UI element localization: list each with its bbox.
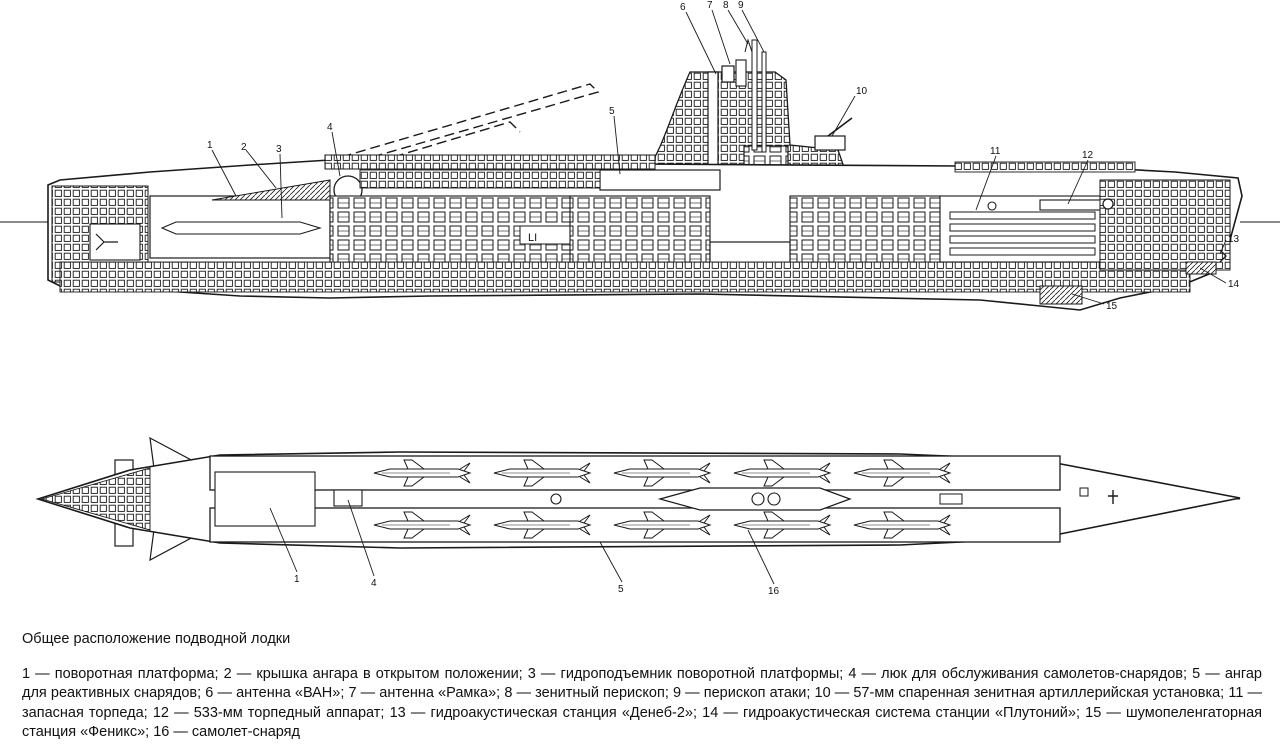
torpedo-tubes — [949, 199, 1121, 256]
hangar-marking: LI — [528, 232, 537, 244]
callout-13: 13 — [1228, 234, 1240, 245]
submarine-drawing: LI — [0, 0, 1280, 597]
callout-5-plan: 5 — [618, 584, 624, 595]
side-view: LI — [0, 38, 1280, 311]
figure-legend: 1 — поворотная платформа; 2 — крышка анг… — [22, 666, 1262, 741]
callout-2: 2 — [241, 142, 247, 153]
callout-4: 4 — [327, 122, 333, 133]
callout-5: 5 — [609, 106, 615, 117]
callout-6: 6 — [680, 2, 686, 13]
callout-16: 16 — [768, 586, 780, 597]
callout-9: 9 — [738, 0, 744, 11]
plan-view — [35, 436, 1241, 562]
callout-3: 3 — [276, 144, 282, 155]
callout-14: 14 — [1228, 279, 1240, 290]
callout-1: 1 — [207, 140, 213, 151]
callout-7: 7 — [707, 0, 713, 11]
callout-8: 8 — [723, 0, 729, 11]
callout-15: 15 — [1106, 301, 1118, 312]
callout-numbers: 1 2 3 4 5 6 7 8 9 10 11 12 13 14 15 1 4 … — [207, 0, 1240, 597]
callout-12: 12 — [1082, 150, 1094, 161]
callout-11: 11 — [990, 146, 1001, 157]
callout-leaders — [211, 9, 1227, 585]
callout-10: 10 — [856, 86, 868, 97]
callout-1-plan: 1 — [294, 574, 300, 585]
callout-4-plan: 4 — [371, 578, 377, 589]
figure-title: Общее расположение подводной лодки — [22, 631, 291, 647]
